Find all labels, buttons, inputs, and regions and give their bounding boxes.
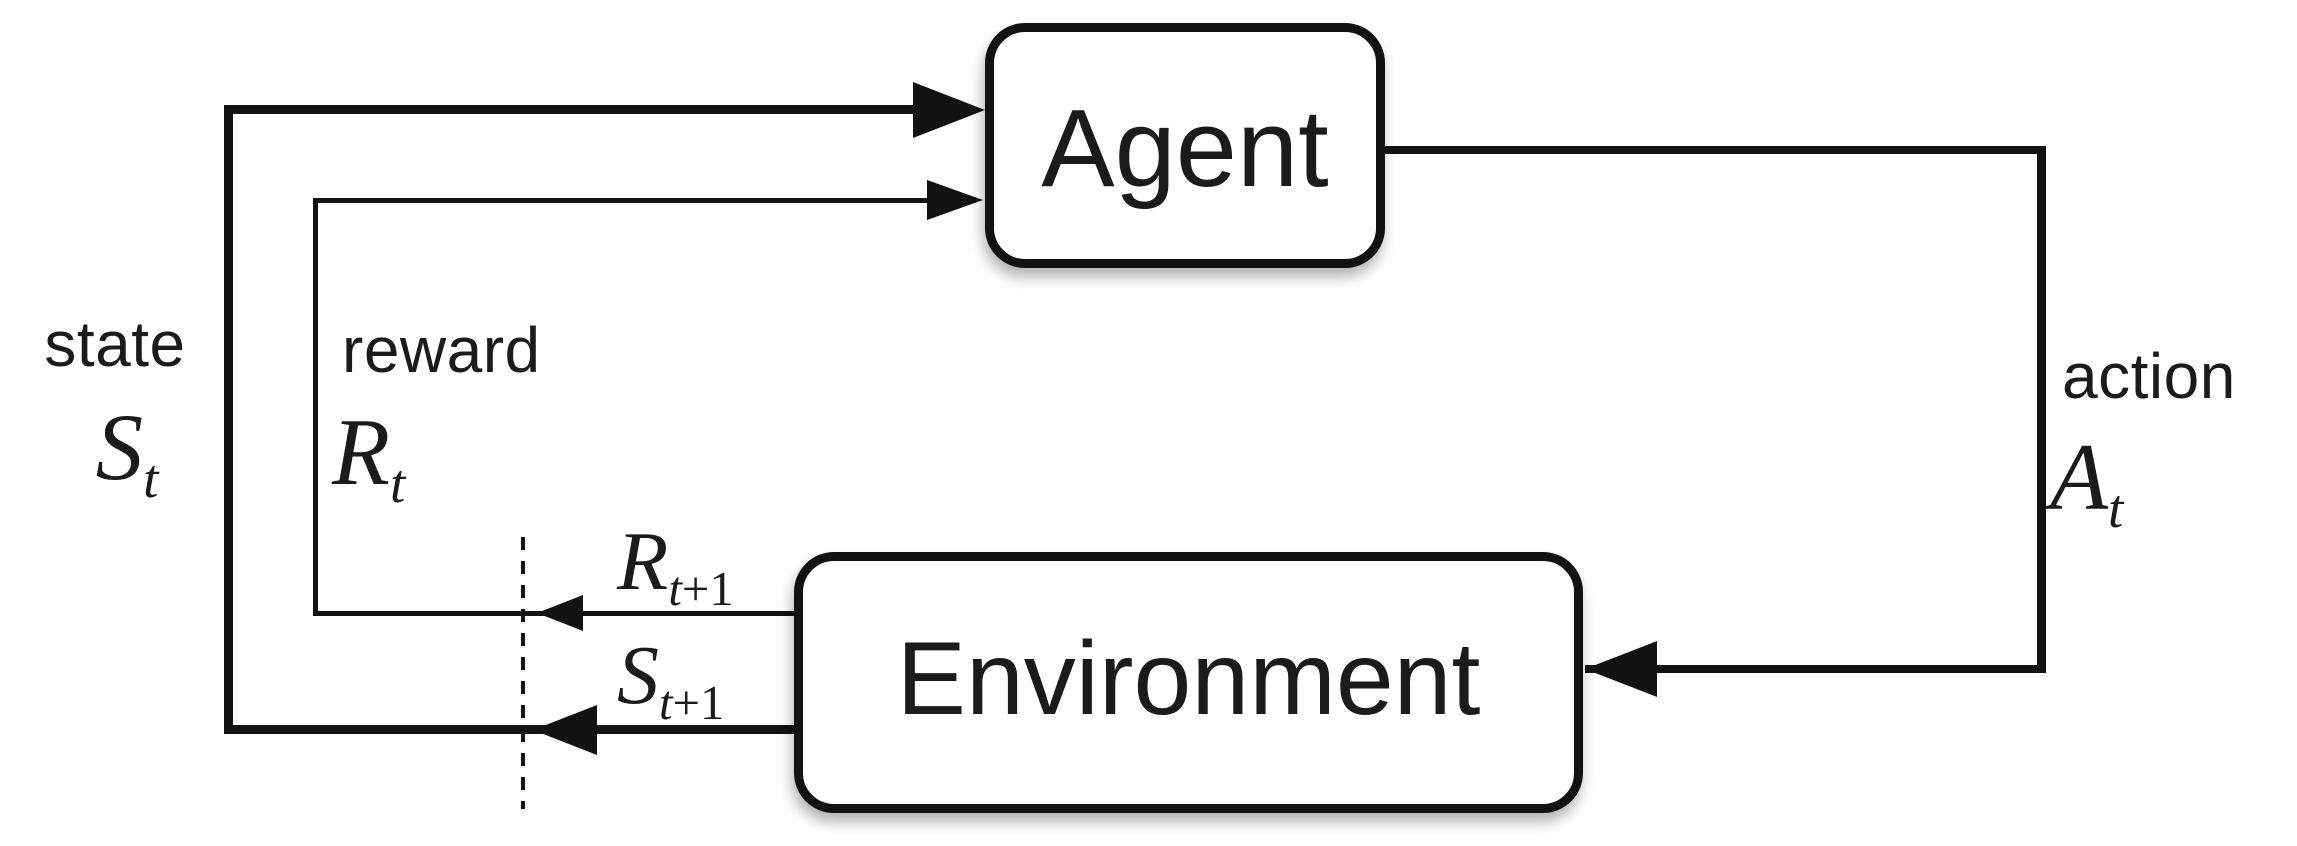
action-symbol: At — [2050, 430, 2124, 540]
state-arrowhead-into-agent-icon — [913, 82, 985, 138]
reward-arrowhead-into-agent-icon — [927, 180, 983, 220]
next-reward-symbol-letter: R — [617, 515, 669, 608]
next-state-arrowhead-icon — [533, 705, 597, 755]
reward-symbol-subscript: t — [390, 453, 406, 515]
reward-word-label: reward — [342, 314, 541, 386]
next-reward-symbol: Rt+1 — [617, 520, 734, 614]
state-line-left — [224, 105, 233, 734]
reward-line-left — [313, 198, 318, 616]
next-state-line — [224, 725, 794, 734]
action-line-bottom — [1585, 665, 2046, 673]
reward-line-top — [313, 198, 929, 203]
reward-symbol: Rt — [332, 405, 406, 515]
environment-node: Environment — [794, 552, 1583, 813]
state-symbol-subscript: t — [143, 448, 159, 510]
environment-node-label: Environment — [896, 620, 1481, 737]
action-symbol-subscript: t — [2108, 478, 2124, 540]
action-line-right — [2037, 146, 2046, 673]
action-symbol-letter: A — [2050, 424, 2109, 530]
action-line-top — [1385, 146, 2046, 154]
action-arrowhead-into-environment-icon — [1585, 641, 1657, 697]
reward-symbol-letter: R — [332, 399, 391, 505]
state-line-top — [224, 105, 924, 114]
next-state-symbol-subscript: t+1 — [659, 676, 725, 731]
state-symbol: St — [62, 400, 192, 510]
state-symbol-letter: S — [95, 394, 144, 500]
next-reward-arrowhead-icon — [537, 595, 583, 631]
action-word-label: action — [2062, 340, 2236, 412]
state-word-label: state — [44, 308, 186, 380]
next-state-symbol-letter: S — [617, 629, 659, 722]
next-state-symbol: St+1 — [617, 634, 724, 728]
agent-node: Agent — [985, 23, 1385, 268]
next-reward-symbol-subscript: t+1 — [668, 562, 734, 617]
agent-node-label: Agent — [1041, 86, 1329, 210]
time-boundary-dashed-line — [521, 537, 525, 809]
